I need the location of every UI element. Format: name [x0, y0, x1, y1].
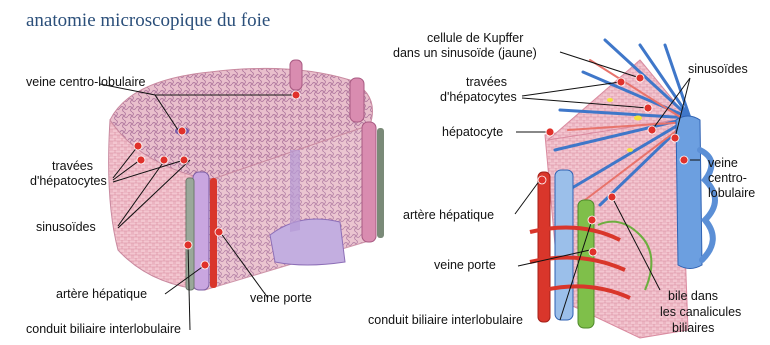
- label-right-veine-line2: centro-: [708, 171, 747, 185]
- label-right-travees-line1: travées: [466, 75, 507, 89]
- label-left-artere-hepatique: artère hépatique: [56, 287, 147, 301]
- label-right-conduit-biliaire: conduit biliaire interlobulaire: [368, 313, 523, 327]
- label-right-kupffer-line2: dans un sinusoïde (jaune): [393, 46, 537, 60]
- diagram-title: anatomie microscopique du foie: [26, 10, 270, 31]
- label-left-travees-line1: travées: [52, 159, 93, 173]
- label-right-artere-hepatique: artère hépatique: [403, 208, 494, 222]
- label-right-sinusoides: sinusoïdes: [688, 62, 748, 76]
- label-left-conduit-biliaire: conduit biliaire interlobulaire: [26, 322, 181, 336]
- label-right-travees-line2: d'hépatocytes: [440, 90, 517, 104]
- label-right-veine-line3: lobulaire: [708, 186, 755, 200]
- label-right-bile-line3: biliaires: [672, 321, 714, 335]
- label-left-veine-porte: veine porte: [250, 291, 312, 305]
- label-right-kupffer-line1: cellule de Kupffer: [427, 31, 523, 45]
- label-right-veine-porte: veine porte: [434, 258, 496, 272]
- label-right-bile-line2: les canalicules: [660, 305, 741, 319]
- label-left-veine-centro-lobulaire: veine centro-lobulaire: [26, 75, 146, 89]
- label-right-hepatocyte: hépatocyte: [442, 125, 503, 139]
- label-right-bile-line1: bile dans: [668, 289, 718, 303]
- label-left-travees-line2: d'hépatocytes: [30, 174, 107, 188]
- label-left-sinusoides: sinusoïdes: [36, 220, 96, 234]
- label-right-veine-line1: veine: [708, 156, 738, 170]
